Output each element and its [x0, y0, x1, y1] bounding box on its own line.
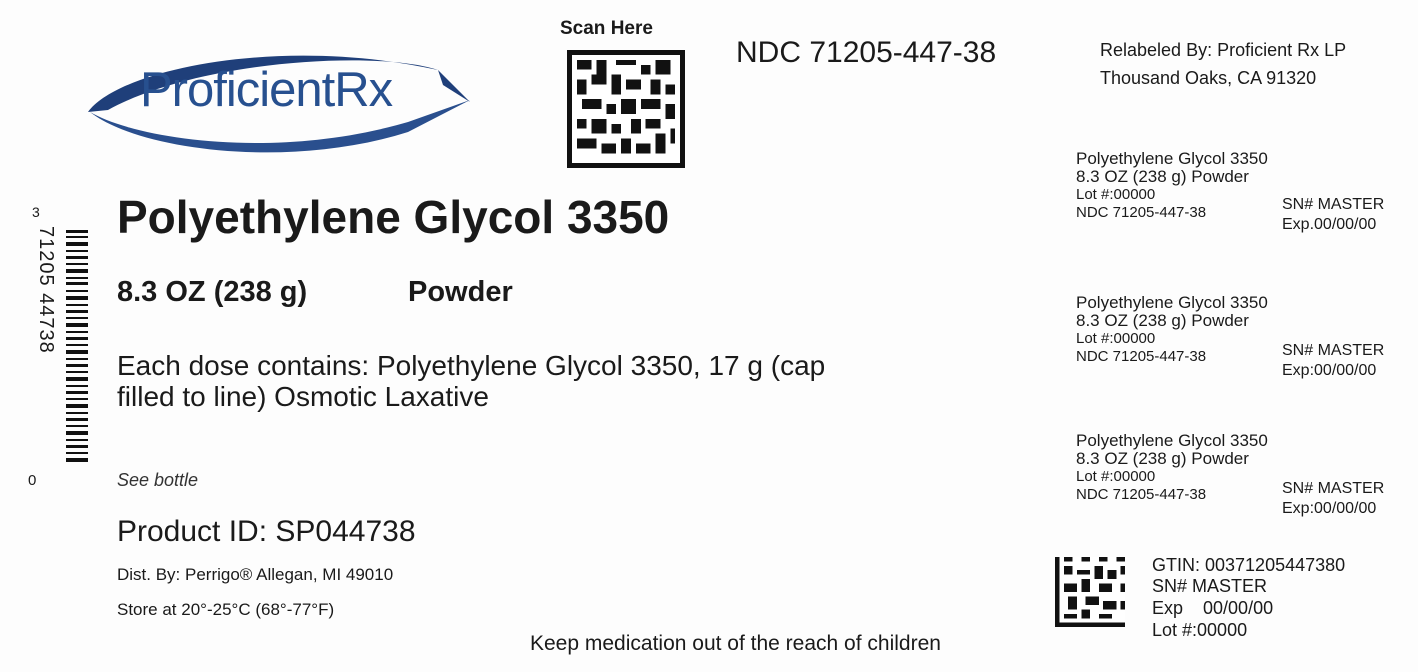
sticker-ndc: NDC 71205-447-38	[1076, 486, 1207, 503]
sticker-exp: Exp:00/00/00	[1282, 362, 1377, 379]
dose-description: Each dose contains: Polyethylene Glycol …	[117, 350, 826, 412]
product-strength: 8.3 OZ (238 g)	[117, 276, 308, 308]
sticker-product-name: Polyethylene Glycol 3350	[1076, 293, 1268, 312]
sticker-ndc: NDC 71205-447-38	[1076, 204, 1207, 221]
sticker-ndc: NDC 71205-447-38	[1076, 348, 1207, 365]
relabeled-by: Relabeled By: Proficient Rx LP	[1100, 40, 1347, 60]
sticker-lot: Lot #:00000	[1076, 330, 1156, 347]
product-id: Product ID: SP044738	[117, 515, 416, 548]
storage-instructions: Store at 20°-25°C (68°-77°F)	[117, 600, 335, 619]
sticker-strength: 8.3 OZ (238 g) Powder	[1076, 167, 1249, 186]
logo-text: ProficientRx	[140, 63, 393, 117]
upc-barcode	[66, 230, 88, 462]
barcode-digits: 71205 44738	[35, 226, 57, 354]
sticker-product-name: Polyethylene Glycol 3350	[1076, 431, 1268, 450]
scan-here-label: Scan Here	[560, 18, 653, 39]
sticker-lot: Lot #:00000	[1076, 186, 1156, 203]
sticker-exp: Exp.00/00/00	[1282, 216, 1377, 233]
product-form: Powder	[408, 276, 513, 308]
sticker-1: Polyethylene Glycol 3350 8.3 OZ (238 g) …	[1076, 149, 1406, 234]
sticker-strength: 8.3 OZ (238 g) Powder	[1076, 311, 1249, 330]
proficientrx-logo	[88, 55, 470, 153]
ndc-number: NDC 71205-447-38	[736, 36, 997, 69]
sticker-sn: SN# MASTER	[1282, 480, 1385, 497]
sticker-exp: Exp:00/00/00	[1282, 500, 1377, 517]
sticker-3: Polyethylene Glycol 3350 8.3 OZ (238 g) …	[1076, 431, 1406, 518]
gtin-number: GTIN: 00371205447380	[1152, 555, 1346, 575]
gtin-serial: SN# MASTER	[1152, 576, 1268, 596]
product-name: Polyethylene Glycol 3350	[117, 191, 670, 243]
relabeled-address: Thousand Oaks, CA 91320	[1100, 68, 1317, 88]
distributed-by: Dist. By: Perrigo® Allegan, MI 49010	[117, 565, 394, 584]
sticker-lot: Lot #:00000	[1076, 468, 1156, 485]
gtin-expiry: Exp 00/00/00	[1152, 598, 1274, 618]
sticker-2: Polyethylene Glycol 3350 8.3 OZ (238 g) …	[1076, 293, 1406, 380]
see-bottle-note: See bottle	[117, 470, 199, 490]
barcode-bottom-digit: 0	[28, 472, 37, 489]
barcode-top-digit: 3	[32, 204, 40, 220]
qr-code[interactable]	[566, 50, 686, 168]
datamatrix-code[interactable]	[1052, 557, 1128, 627]
child-safety-warning: Keep medication out of the reach of chil…	[530, 632, 941, 655]
sticker-product-name: Polyethylene Glycol 3350	[1076, 149, 1268, 168]
sticker-strength: 8.3 OZ (238 g) Powder	[1076, 449, 1249, 468]
sticker-sn: SN# MASTER	[1282, 342, 1385, 359]
sticker-sn: SN# MASTER	[1282, 196, 1385, 213]
gtin-lot: Lot #:00000	[1152, 620, 1248, 640]
